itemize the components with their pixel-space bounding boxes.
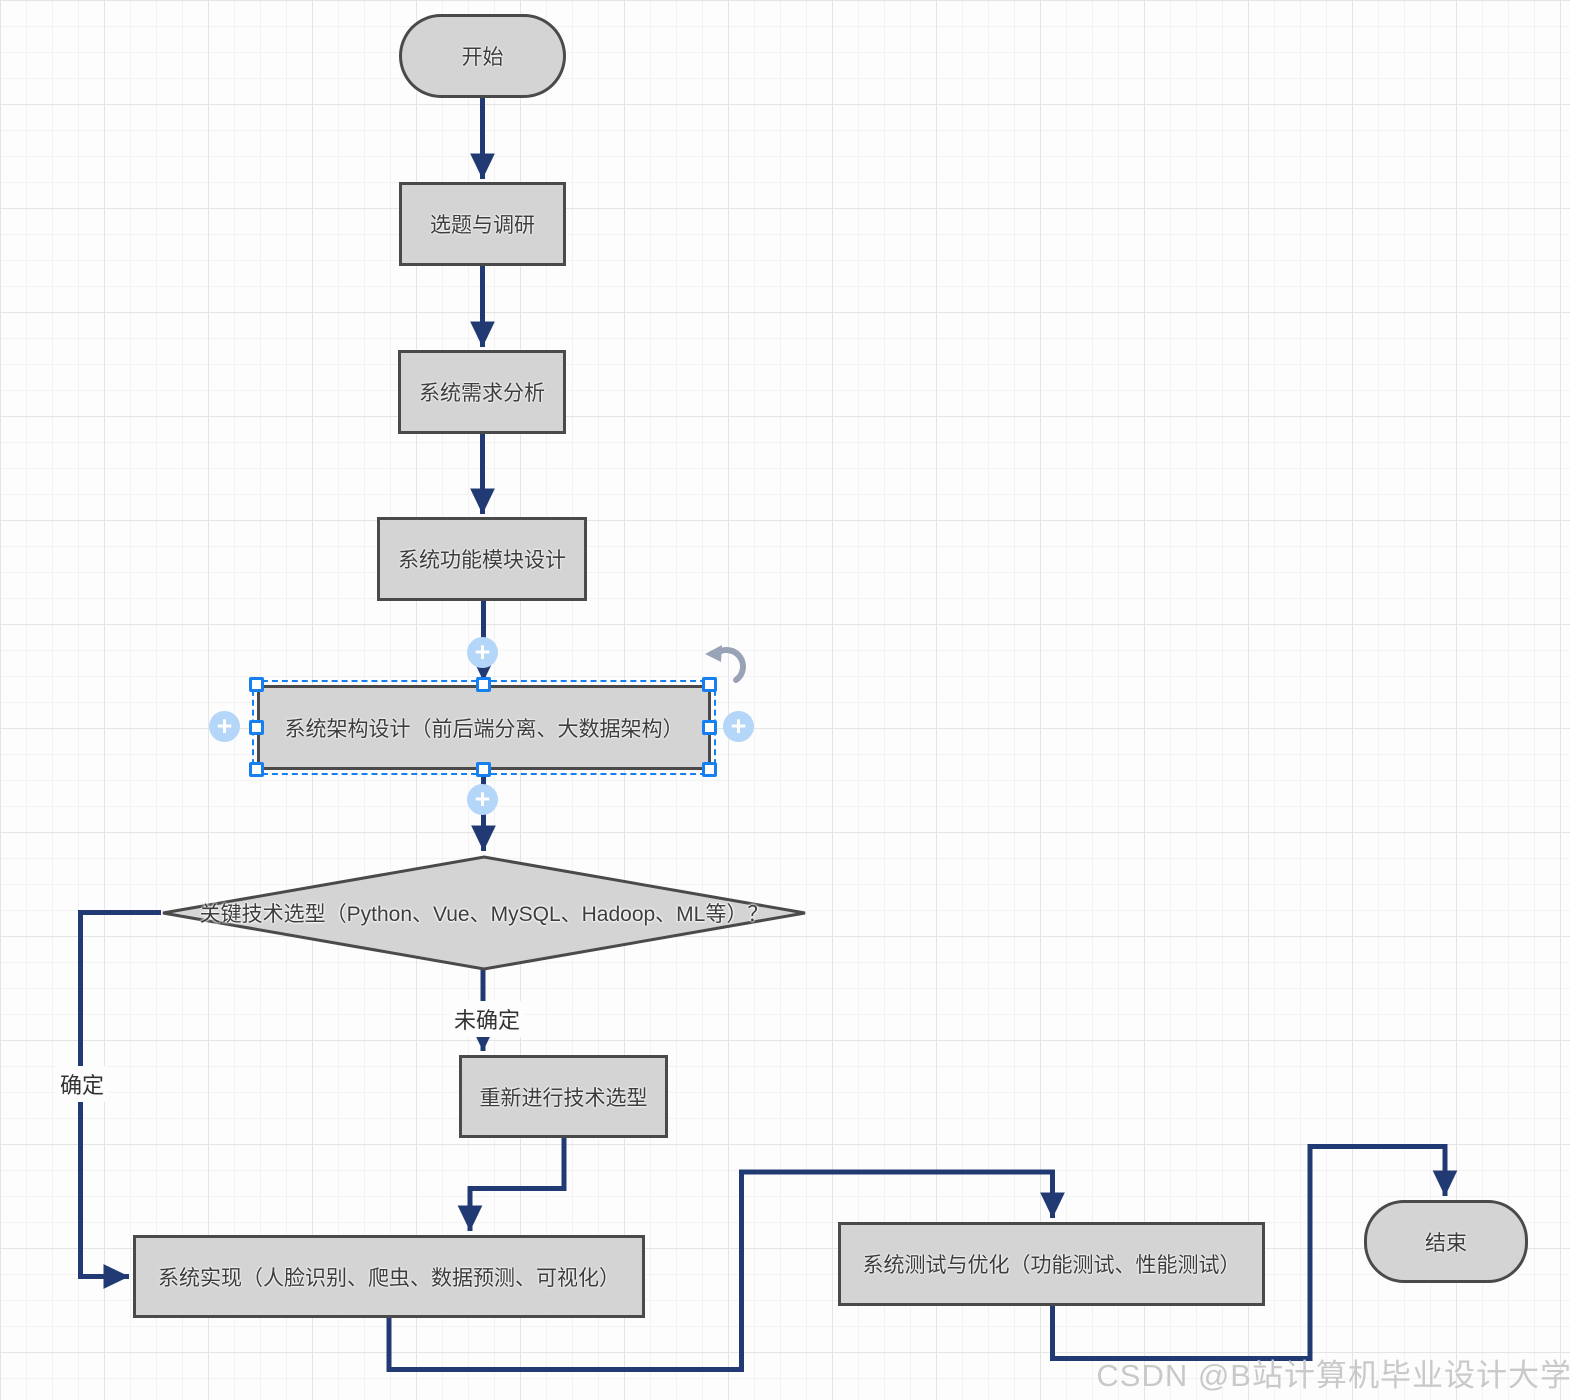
connector-reselect-to-implementation[interactable] (457, 1138, 567, 1232)
connector-implementation-to-testing[interactable] (386, 1169, 1065, 1372)
edge-label-not-confirmed[interactable]: 未确定 (450, 1001, 525, 1037)
edge-label-confirmed[interactable]: 确定 (56, 1066, 109, 1102)
plus-connector-right-icon[interactable]: + (723, 711, 754, 742)
decision-diamond-shape (162, 855, 806, 971)
resize-handle-sw[interactable] (249, 762, 264, 777)
node-label: 关键技术选型（Python、Vue、MySQL、Hadoop、ML等）？ (199, 903, 769, 926)
node-module-design[interactable]: 系统功能模块设计 (377, 517, 587, 601)
plus-connector-left-icon[interactable]: + (209, 711, 240, 742)
node-implementation[interactable]: 系统实现（人脸识别、爬虫、数据预测、可视化） (133, 1235, 645, 1318)
resize-handle-n[interactable] (476, 677, 491, 692)
node-label: 系统架构设计（前后端分离、大数据架构） (284, 717, 684, 741)
node-end[interactable]: 结束 (1364, 1200, 1528, 1283)
rotate-icon[interactable] (700, 641, 750, 691)
selection-outline (252, 680, 716, 775)
resize-handle-nw[interactable] (249, 677, 264, 692)
node-label: 系统测试与优化（功能测试、性能测试） (862, 1254, 1241, 1277)
node-label: 选题与调研 (430, 214, 535, 237)
node-testing-optimization[interactable]: 系统测试与优化（功能测试、性能测试） (838, 1222, 1265, 1306)
node-requirement-analysis[interactable]: 系统需求分析 (398, 350, 566, 434)
resize-handle-se[interactable] (702, 762, 717, 777)
node-label: 系统实现（人脸识别、爬虫、数据预测、可视化） (158, 1266, 620, 1290)
resize-handle-w[interactable] (249, 720, 264, 735)
node-tech-selection-decision[interactable]: 关键技术选型（Python、Vue、MySQL、Hadoop、ML等）？ (161, 855, 807, 971)
watermark: CSDN @B站计算机毕业设计大学 (1096, 1358, 1570, 1393)
resize-handle-ne[interactable] (702, 677, 717, 692)
node-label: 重新进行技术选型 (479, 1086, 648, 1110)
plus-connector-top-icon[interactable]: + (467, 637, 498, 668)
node-label: 开始 (461, 46, 504, 69)
resize-handle-s[interactable] (476, 762, 491, 777)
node-reselect-tech[interactable]: 重新进行技术选型 (459, 1055, 668, 1138)
resize-handle-e[interactable] (702, 720, 717, 735)
node-label: 系统需求分析 (419, 382, 545, 405)
connector-testing-to-end[interactable] (1050, 1144, 1458, 1361)
node-topic-research[interactable]: 选题与调研 (399, 182, 566, 266)
plus-connector-bottom-icon[interactable]: + (467, 784, 498, 815)
node-start[interactable]: 开始 (399, 14, 566, 98)
node-label: 结束 (1425, 1231, 1467, 1255)
node-label: 系统功能模块设计 (398, 549, 566, 572)
